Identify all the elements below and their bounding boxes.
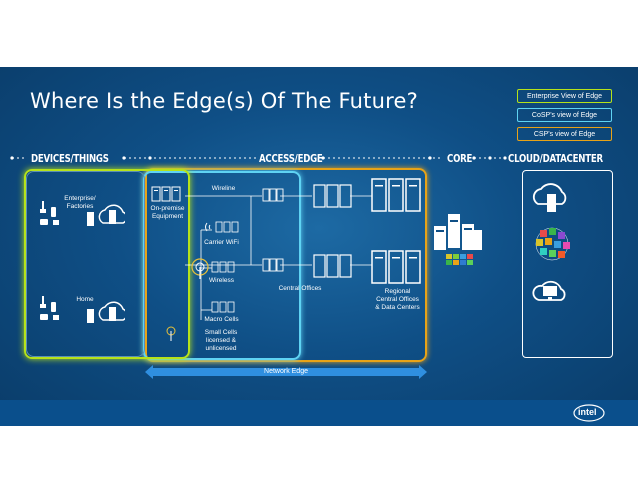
macro-cells-icon	[211, 301, 235, 313]
cloud-apps-icon	[535, 227, 570, 261]
label-home: Home	[76, 296, 94, 303]
co-server-top-icon	[313, 184, 352, 208]
label-small-cells: Small Cells licensed & unlicensed	[204, 329, 238, 352]
stage-core: CORE	[447, 152, 473, 165]
csp-edge-frame	[145, 168, 427, 362]
label-on-premise: On-premise Equipment	[150, 205, 185, 220]
carrier-wifi-icon	[205, 221, 239, 233]
stage-devices: DEVICES/THINGS	[31, 152, 109, 165]
label-macro-cells: Macro Cells	[204, 316, 239, 323]
co-server-bottom-icon	[313, 254, 352, 278]
stage-connectors	[10, 156, 507, 160]
label-carrier-wifi: Carrier WiFi	[204, 239, 239, 246]
intel-logo	[573, 404, 605, 422]
regional-server-bottom-icon	[371, 250, 421, 284]
slide-title: Where Is the Edge(s) Of The Future?	[30, 89, 418, 113]
label-central-offices: Central Offices	[278, 285, 322, 292]
legend-csp: CSP's view of Edge	[517, 127, 612, 141]
legend-enterprise: Enterprise View of Edge	[517, 89, 612, 103]
footer-band	[0, 400, 638, 426]
devices-inner-frame	[26, 171, 145, 357]
regional-server-top-icon	[371, 178, 421, 212]
slide-background	[0, 67, 638, 425]
on-premise-server-icon	[151, 186, 181, 202]
legend-cosp: CoSP's view of Edge	[517, 108, 612, 122]
core-datacenter-icon	[434, 214, 482, 265]
wireless-tower-icon	[191, 258, 235, 279]
label-regional: Regional Central Offices & Data Centers	[375, 288, 420, 311]
home-devices-icon	[40, 296, 125, 323]
label-wireline: Wireline	[211, 185, 236, 192]
stage-cloud: CLOUD/DATACENTER	[508, 152, 603, 165]
wireless-co-server-icon	[262, 258, 284, 272]
network-edge-arrow	[145, 365, 427, 379]
enterprise-devices-icon	[40, 201, 125, 226]
wireline-co-server-icon	[262, 188, 284, 202]
cloud-frame	[522, 170, 613, 358]
label-enterprise-factories: Enterprise/ Factories	[64, 195, 96, 210]
cloud-monitor-icon	[532, 280, 566, 301]
small-cells-icon	[166, 326, 176, 341]
cloud-server-icon	[532, 183, 567, 212]
label-network-edge: Network Edge	[264, 368, 308, 375]
enterprise-edge-frame	[24, 169, 190, 359]
intel-logo-text: intel	[578, 407, 597, 417]
stage-access: ACCESS/EDGE	[259, 152, 323, 165]
label-wireless: Wireless	[209, 277, 234, 284]
